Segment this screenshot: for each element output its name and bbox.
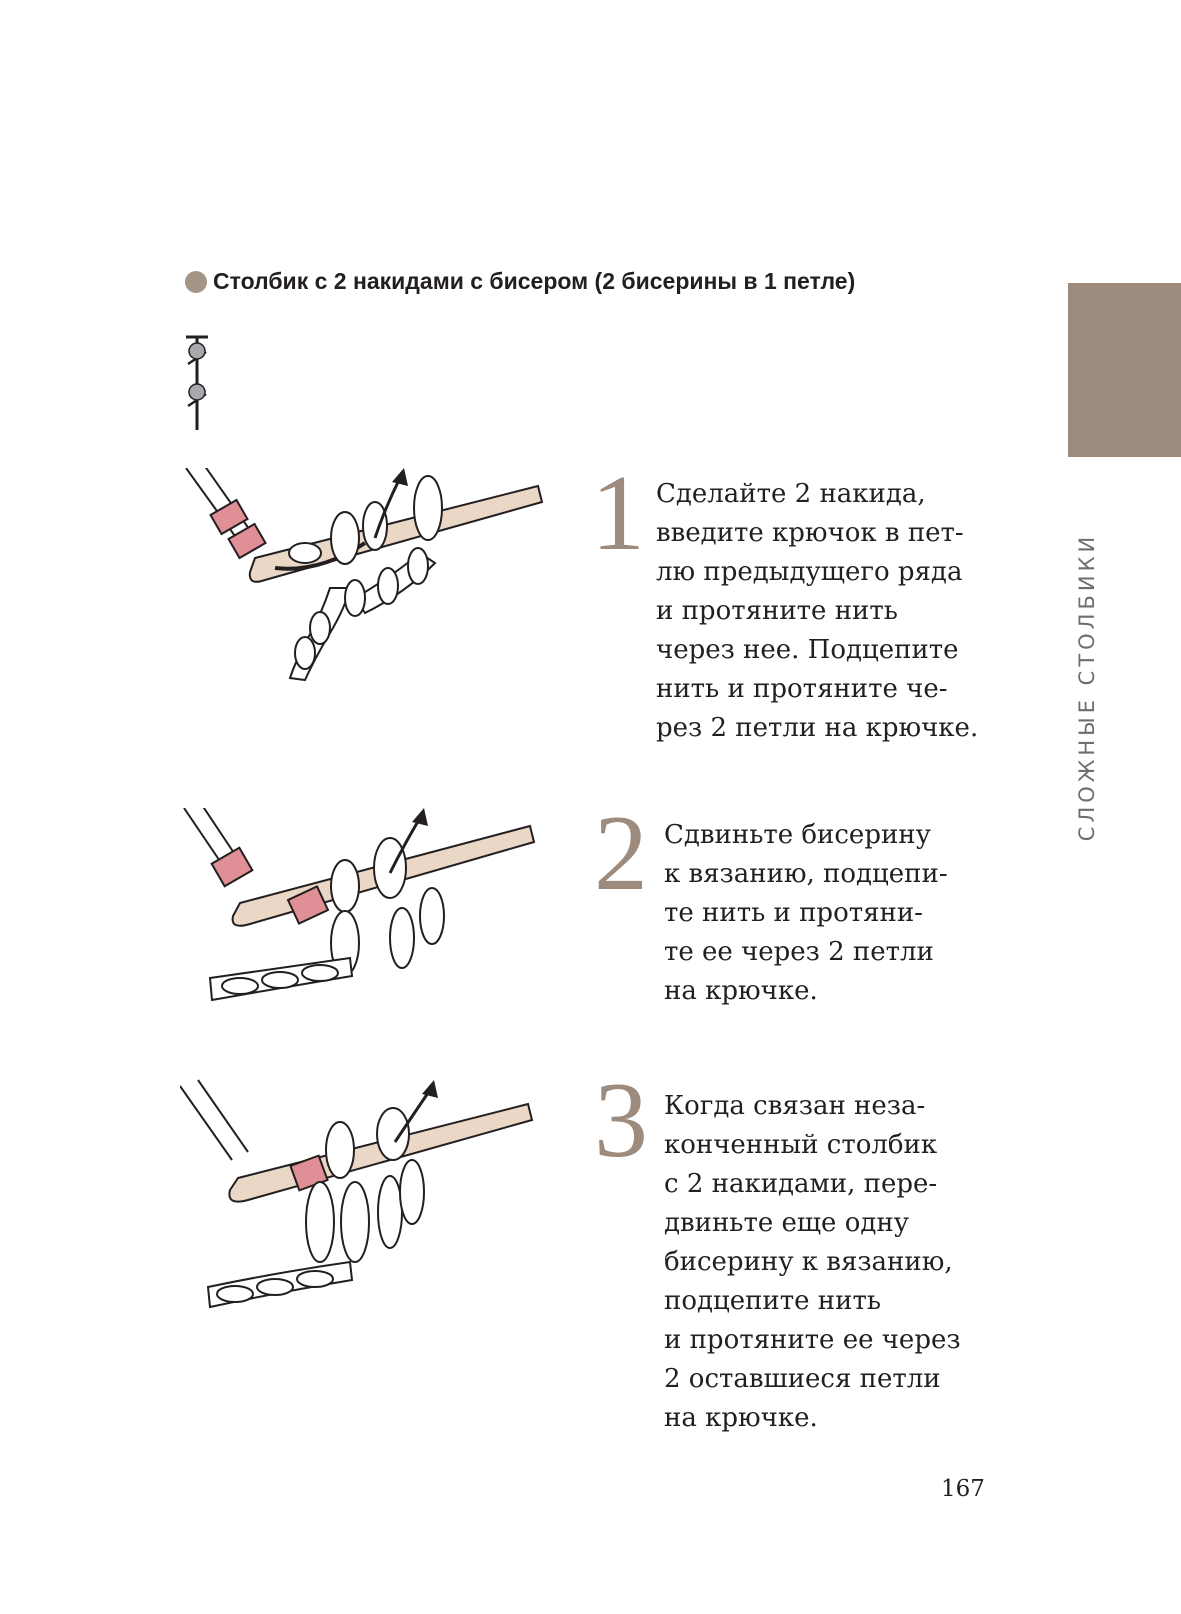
step2-illustration: [183, 808, 536, 1002]
step3-number: 3: [594, 1061, 648, 1180]
step1-text: Сделайте 2 накида, введите крючок в пет-…: [656, 479, 979, 743]
section-heading-text: Столбик с 2 накидами с бисером (2 бисери…: [213, 268, 856, 294]
chapter-side-label: СЛОЖНЫЕ СТОЛБИКИ: [1069, 532, 1105, 842]
page-number: 167: [941, 1476, 985, 1502]
step3-text: Когда связан неза- конченный столбик с 2…: [664, 1091, 961, 1433]
chapter-tab: [1068, 283, 1181, 457]
step1-number: 1: [591, 454, 645, 573]
double-crochet-bead-symbol-icon: [186, 335, 208, 430]
bullet-dot-icon: [185, 270, 207, 293]
step2-number: 2: [594, 794, 648, 913]
step3-illustration: [180, 1079, 534, 1309]
step1-illustration: [185, 468, 544, 682]
step2-text: Сдвиньте бисерину к вязанию, подцепи- те…: [664, 820, 948, 1006]
section-heading: Столбик с 2 накидами с бисером (2 бисери…: [185, 268, 855, 295]
chapter-side-label-text: СЛОЖНЫЕ СТОЛБИКИ: [1075, 532, 1100, 842]
